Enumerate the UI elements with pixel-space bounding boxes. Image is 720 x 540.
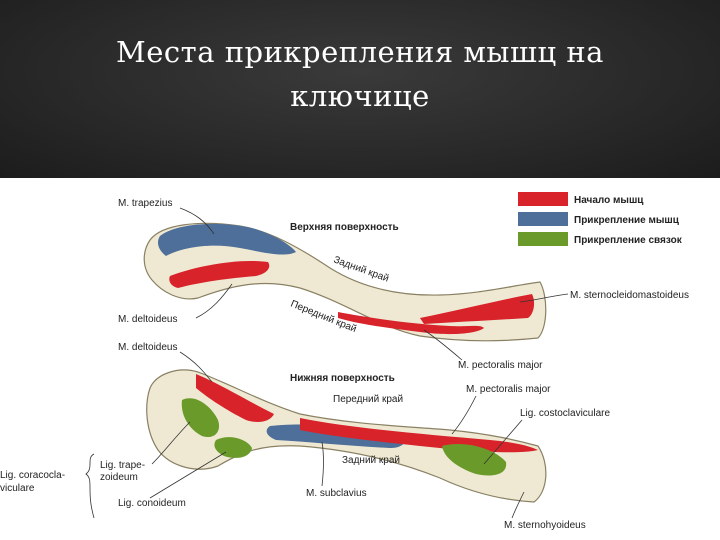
lower-costoclavicular-ligament <box>442 443 507 476</box>
label-subclavius: M. subclavius <box>306 488 367 499</box>
label-pectoralis-lower: M. pectoralis major <box>466 384 551 395</box>
legend: Начало мышц Прикрепление мышц Прикреплен… <box>518 192 683 246</box>
title-line-2: ключице <box>290 79 430 113</box>
brace-coracoclavicular <box>85 453 95 519</box>
label-lower-anterior-edge: Передний край <box>333 394 403 405</box>
legend-swatch-insertion <box>518 212 568 226</box>
label-trapezius: M. trapezius <box>118 198 172 209</box>
illustration-panel <box>0 178 720 540</box>
leader-trapezoid <box>151 421 191 465</box>
label-lower-posterior-edge: Задний край <box>342 455 400 466</box>
label-deltoid-lower: M. deltoideus <box>118 342 177 353</box>
leader-pectoralis-upper <box>423 329 463 361</box>
label-sternocleidomastoid: M. sternocleidomastoideus <box>570 290 689 301</box>
label-costoclavicular: Lig. costoclaviculare <box>520 408 610 419</box>
legend-label-ligament: Прикрепление связок <box>574 235 683 246</box>
title-line-1: Места прикрепления мышц на <box>116 35 604 69</box>
label-lower-surface: Нижняя поверхность <box>290 373 395 384</box>
leader-sternohyoideus <box>511 491 525 519</box>
upper-trapezius-area <box>158 223 296 256</box>
lower-trapezoid-ligament <box>181 398 220 438</box>
lower-conoid-ligament <box>214 437 252 458</box>
label-sternohyoideus: M. sternohyoideus <box>504 520 586 531</box>
leader-costoclavicular <box>483 419 523 465</box>
leader-sternocleidomastoid <box>519 293 569 303</box>
slide-title: Места прикрепления мышц на ключице <box>0 30 720 118</box>
label-deltoid-upper: M. deltoideus <box>118 314 177 325</box>
lower-clavicle <box>146 369 547 503</box>
title-header: Места прикрепления мышц на ключице <box>0 0 720 178</box>
upper-deltoid-origin <box>169 260 270 288</box>
label-coracoclavicular-line1: Lig. coracocla- <box>0 470 65 481</box>
legend-swatch-ligament <box>518 232 568 246</box>
leader-pectoralis-lower <box>451 395 477 435</box>
leader-deltoid-upper <box>195 283 233 319</box>
label-trapezoid-line1: Lig. trape- <box>100 460 145 471</box>
label-pectoralis-upper: M. pectoralis major <box>458 360 543 371</box>
lower-deltoid-origin <box>196 374 274 422</box>
lower-pectoralis-origin <box>300 418 538 453</box>
clavicle-diagram: Начало мышц Прикрепление мышц Прикреплен… <box>0 192 689 531</box>
upper-pectoralis-origin <box>338 312 484 335</box>
leader-deltoid-lower <box>179 351 213 383</box>
label-coracoclavicular-line2: viculare <box>0 483 35 494</box>
label-trapezoid-line2: zoideum <box>100 472 138 483</box>
label-conoid: Lig. conoideum <box>118 498 186 509</box>
leader-conoid <box>149 451 227 499</box>
leader-subclavius <box>321 441 324 487</box>
upper-clavicle <box>143 222 547 342</box>
legend-label-insertion: Прикрепление мышц <box>574 215 680 226</box>
legend-swatch-origin <box>518 192 568 206</box>
legend-label-origin: Начало мышц <box>574 195 644 206</box>
label-upper-surface: Верхняя поверхность <box>290 222 399 233</box>
upper-clavicle-bone <box>143 222 547 342</box>
upper-sternocleidomastoid-origin <box>420 294 535 324</box>
leader-trapezius <box>179 207 215 235</box>
